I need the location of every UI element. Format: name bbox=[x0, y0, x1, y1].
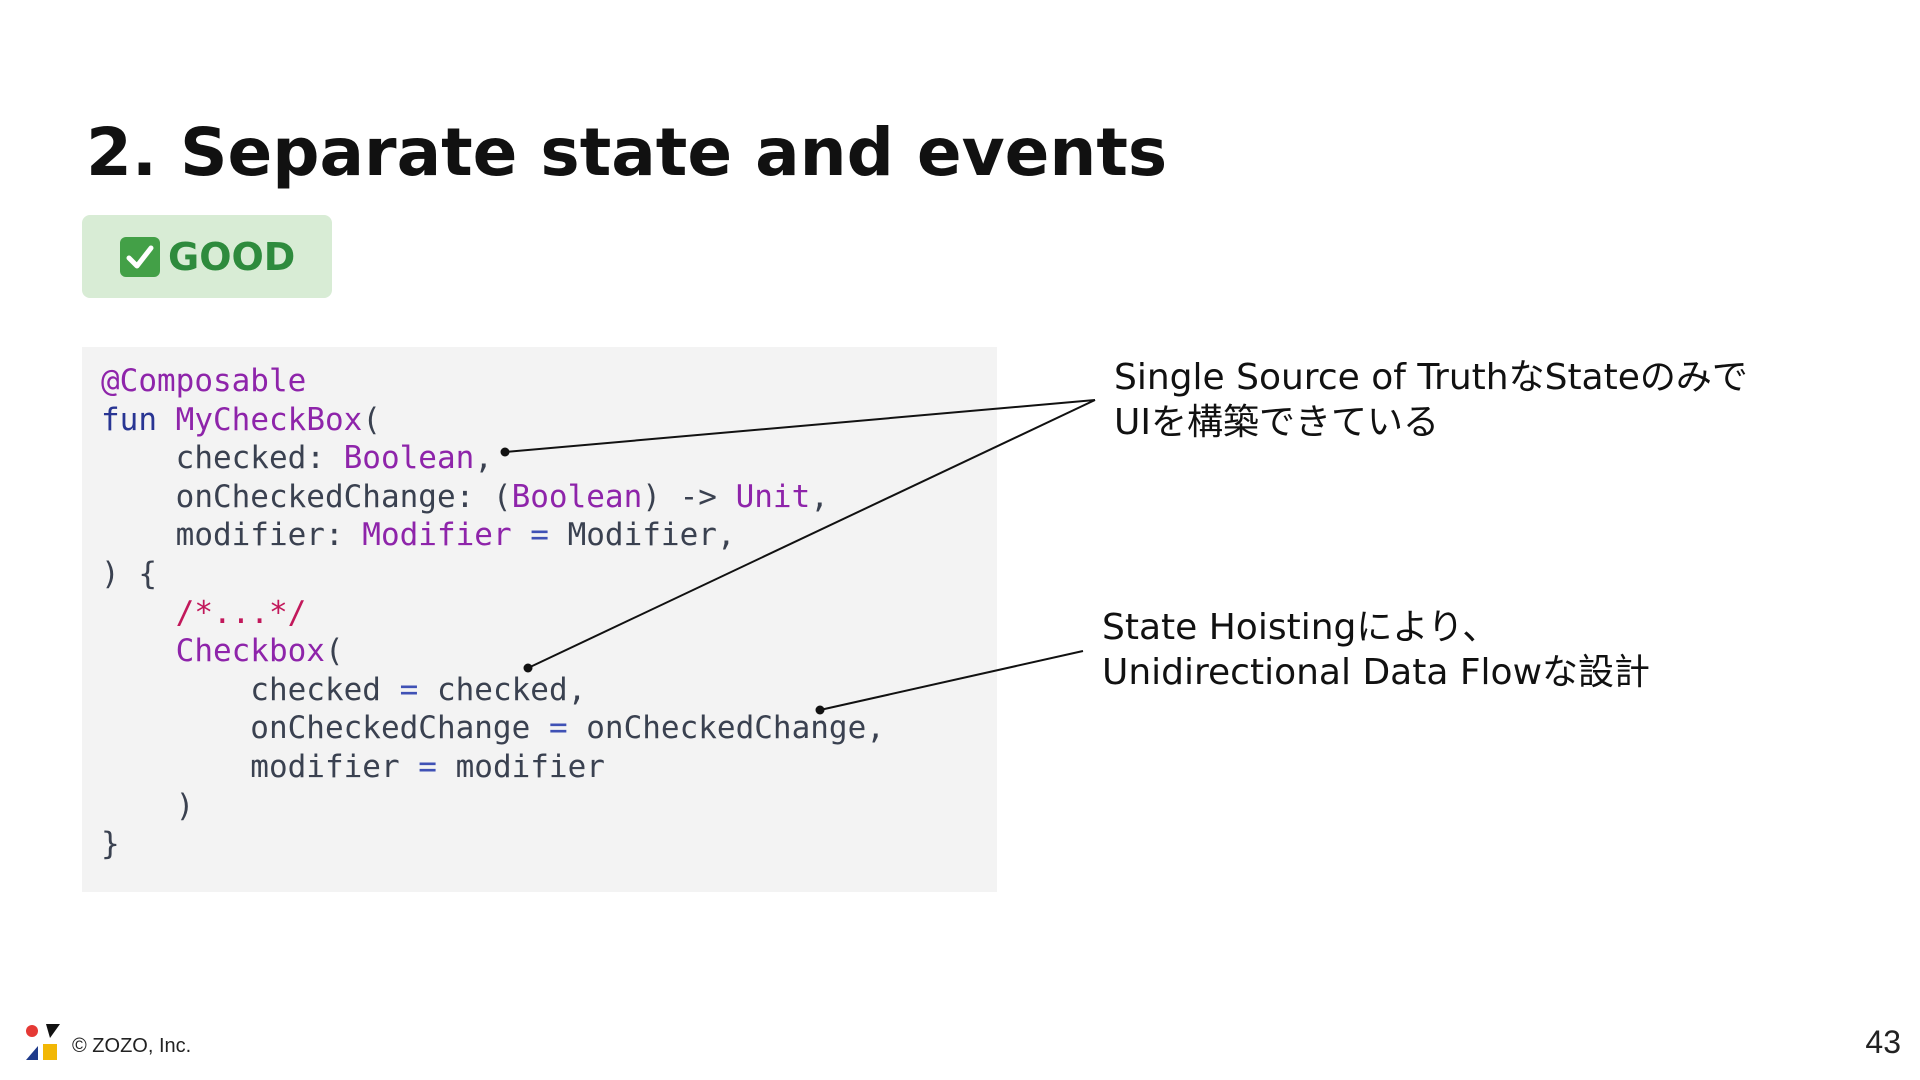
code-token bbox=[101, 633, 176, 669]
good-label: GOOD bbox=[168, 235, 296, 279]
code-line-3: checked: Boolean, bbox=[101, 440, 493, 476]
code-token: checked, bbox=[418, 671, 587, 708]
type-token: Boolean bbox=[343, 440, 475, 477]
function-call-token: Checkbox bbox=[175, 633, 325, 670]
operator-token: = bbox=[548, 710, 568, 747]
callout-line: UIを構築できている bbox=[1114, 402, 1439, 443]
zozo-logo-icon bbox=[26, 1024, 60, 1060]
code-line-9: checked = checked, bbox=[101, 672, 586, 708]
code-token bbox=[157, 402, 176, 438]
code-token: modifier: bbox=[101, 517, 363, 554]
callout-line: Single Source of TruthなStateのみで bbox=[1114, 357, 1748, 398]
code-line-5: modifier: Modifier = Modifier, bbox=[101, 517, 736, 553]
code-token: ( bbox=[324, 633, 344, 670]
code-line-1: @Composable bbox=[101, 363, 306, 399]
code-line-12: ) bbox=[101, 787, 195, 824]
code-token: } bbox=[101, 826, 120, 863]
comment-token: /*...*/ bbox=[175, 594, 307, 631]
type-token: Boolean bbox=[511, 478, 643, 515]
code-token: modifier bbox=[436, 748, 605, 785]
type-token: Unit bbox=[735, 478, 811, 515]
code-token: checked: bbox=[101, 440, 344, 477]
good-badge: GOOD bbox=[82, 215, 332, 298]
code-line-4: onCheckedChange: (Boolean) -> Unit, bbox=[101, 479, 829, 515]
callout-line: Unidirectional Data Flowな設計 bbox=[1102, 652, 1651, 693]
code-token: checked bbox=[101, 671, 400, 708]
slide-title: 2. Separate state and events bbox=[86, 114, 1168, 191]
code-token: onCheckedChange bbox=[101, 710, 549, 747]
code-token bbox=[101, 595, 176, 631]
callout-line: State Hoistingにより、 bbox=[1102, 607, 1499, 648]
code-token: Modifier, bbox=[567, 517, 736, 554]
code-token: ) bbox=[101, 787, 195, 824]
code-token: ) { bbox=[101, 555, 157, 592]
code-token: onCheckedChange, bbox=[567, 710, 885, 747]
function-name-token: MyCheckBox bbox=[175, 401, 363, 438]
operator-token: = bbox=[511, 517, 568, 554]
check-box-icon bbox=[120, 237, 160, 277]
code-token: ( bbox=[362, 401, 381, 438]
callout-single-source-of-truth: Single Source of TruthなStateのみで UIを構築できて… bbox=[1114, 355, 1748, 445]
callout-state-hoisting: State Hoistingにより、 Unidirectional Data F… bbox=[1102, 605, 1650, 695]
annotation-token: @Composable bbox=[101, 363, 307, 399]
code-token: onCheckedChange: ( bbox=[101, 478, 512, 515]
code-line-10: onCheckedChange = onCheckedChange, bbox=[101, 710, 885, 746]
operator-token: = bbox=[418, 748, 437, 785]
type-token: Modifier bbox=[362, 517, 512, 554]
code-block: @Composable fun MyCheckBox( checked: Boo… bbox=[82, 347, 997, 892]
operator-token: = bbox=[399, 671, 419, 708]
code-token: ) -> bbox=[642, 478, 736, 515]
keyword-token: fun bbox=[101, 401, 157, 438]
code-line-6: ) { bbox=[101, 556, 157, 592]
code-token: , bbox=[810, 478, 829, 515]
page-number: 43 bbox=[1865, 1024, 1901, 1060]
code-listing: @Composable fun MyCheckBox( checked: Boo… bbox=[101, 362, 885, 864]
code-line-2: fun MyCheckBox( bbox=[101, 402, 381, 438]
code-line-11: modifier = modifier bbox=[101, 749, 605, 785]
code-line-13: } bbox=[101, 826, 120, 862]
copyright-text: © ZOZO, Inc. bbox=[72, 1035, 192, 1057]
code-token: modifier bbox=[101, 748, 419, 785]
code-token: , bbox=[474, 440, 493, 477]
code-line-7: /*...*/ bbox=[101, 594, 307, 631]
code-line-8: Checkbox( bbox=[101, 633, 344, 669]
